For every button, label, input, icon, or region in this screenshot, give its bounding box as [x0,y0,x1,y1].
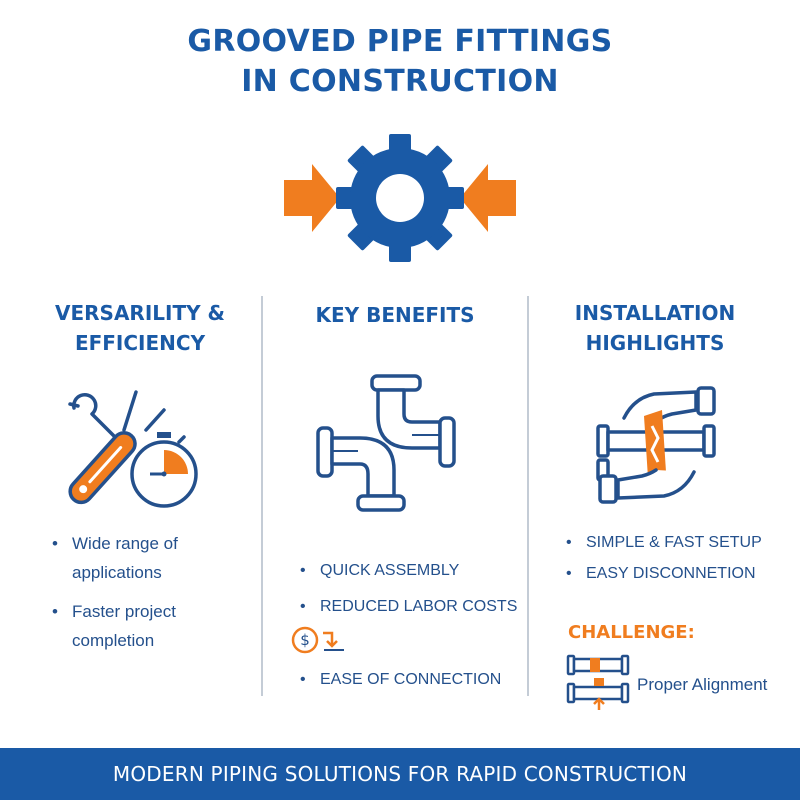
footer-text: MODERN PIPING SOLUTIONS FOR RAPID CONSTR… [112,762,688,786]
list-item: SIMPLE & FAST SETUP [566,530,786,556]
hands-pipe-icon [596,386,716,504]
key-benefits-heading: KEY BENEFITS [315,303,475,327]
installation-heading: INSTALLATION HIGHLIGHTS [574,301,736,355]
list-item: REDUCED LABOR COSTS [300,595,520,619]
versatility-list: Wide range of applications Faster projec… [52,529,252,665]
benefits-list-continued: EASE OF CONNECTION [300,668,520,692]
versatility-heading: VERSARILITY & EFFICIENCY [55,301,225,355]
challenge-text: Proper Alignment [637,675,768,694]
list-item: Wide range of applications [52,529,252,587]
title-line-1: GROOVED PIPE FITTINGS [187,24,613,59]
gear-icon [336,134,464,262]
page-title: GROOVED PIPE FITTINGS IN CONSTRUCTION [0,22,800,102]
benefits-list: QUICK ASSEMBLY REDUCED LABOR COSTS [300,559,520,619]
installation-list: SIMPLE & FAST SETUP EASY DISCONNETION [566,530,786,587]
footer-banner: MODERN PIPING SOLUTIONS FOR RAPID CONSTR… [0,748,800,800]
challenge-label: CHALLENGE: [568,622,695,643]
list-item: EASE OF CONNECTION [300,668,520,692]
list-item: EASY DISCONNETION [566,561,786,587]
pipe-elbow-icon [316,374,456,512]
svg-text:$: $ [300,631,310,649]
title-line-2: IN CONSTRUCTION [241,64,559,99]
column-divider-left [261,296,263,696]
list-item: Faster project completion [52,597,252,655]
column-divider-right [527,296,529,696]
dollar-down-icon: $ [291,626,344,654]
right-arrow-icon [460,164,516,232]
tools-stopwatch-icon [68,390,198,508]
pipe-alignment-icon [566,654,630,710]
hero-gear-graphic [284,134,516,262]
stopwatch-icon [130,432,198,508]
left-arrow-icon [284,164,340,232]
list-item: QUICK ASSEMBLY [300,559,520,583]
